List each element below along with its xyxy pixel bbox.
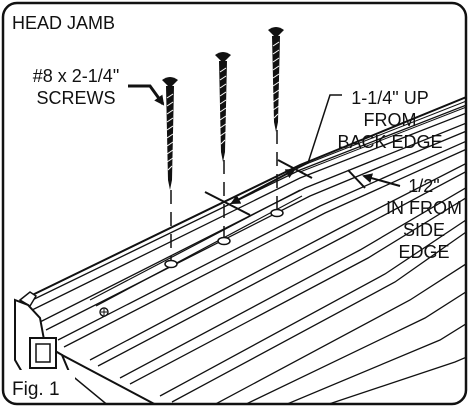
screw-label-line2: SCREWS <box>36 88 115 108</box>
screw-hole-1 <box>164 259 178 269</box>
back-edge-label-line3: BACK EDGE <box>337 132 442 152</box>
side-edge-label-line4: EDGE <box>398 242 449 262</box>
side-edge-label-line3: SIDE <box>403 220 445 240</box>
head-jamb-extrusion <box>14 60 466 404</box>
jamb-end-profile <box>14 298 161 404</box>
screw-3 <box>268 27 284 132</box>
side-edge-label-line1: 1/2" <box>408 176 439 196</box>
screw-label-line1: #8 x 2-1/4" <box>33 66 119 86</box>
screw-hole-3 <box>270 208 284 218</box>
back-edge-label-line1: 1-1/4" UP <box>351 88 428 108</box>
screw-1 <box>162 77 178 190</box>
screw-2 <box>215 52 231 162</box>
jamb-back-edge <box>21 95 466 301</box>
screw-hole-2 <box>217 236 231 246</box>
back-edge-label-line2: FROM <box>364 110 417 130</box>
face-screw-head <box>99 307 109 317</box>
figure-title: HEAD JAMB <box>12 13 115 33</box>
screw-holes <box>164 208 284 269</box>
figure-label-box <box>3 370 75 404</box>
screw-leader-arrow <box>128 84 165 106</box>
figure-number-label: Fig. 1 <box>12 379 60 400</box>
alignment-lines <box>170 130 278 260</box>
back-edge-dimension <box>204 94 342 216</box>
side-edge-dimension <box>347 169 401 189</box>
side-edge-label-line2: IN FROM <box>386 198 462 218</box>
